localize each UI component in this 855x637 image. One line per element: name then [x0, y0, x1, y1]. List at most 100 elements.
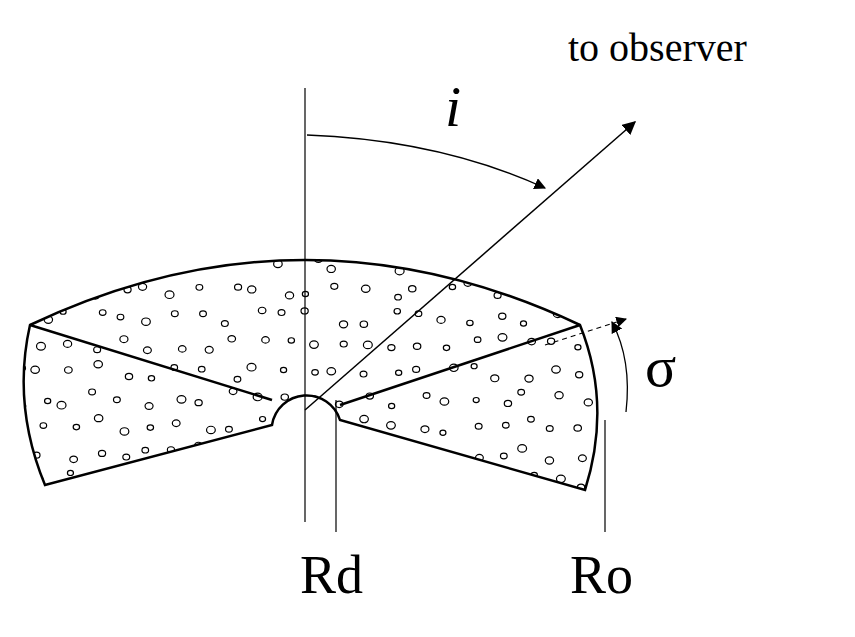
dust-grain: [285, 292, 293, 299]
dust-grain: [4, 281, 11, 287]
dust-grain: [408, 235, 416, 242]
dust-grain: [198, 366, 205, 372]
dust-grain: [45, 228, 53, 235]
dust-grain: [528, 416, 535, 422]
dust-grain: [544, 228, 551, 234]
dust-grain: [389, 403, 395, 408]
dust-grain: [147, 425, 153, 430]
disk-outline: [24, 260, 598, 490]
dust-grain: [574, 291, 581, 297]
rotation-axis: [304, 88, 305, 522]
dust-grain: [413, 343, 420, 349]
dust-grain: [94, 361, 103, 368]
dust-grain: [443, 345, 449, 350]
dust-grain: [449, 284, 455, 289]
dust-grain: [354, 236, 363, 244]
dust-grain: [113, 397, 120, 403]
dust-grain: [154, 238, 160, 243]
dust-grain: [582, 199, 591, 207]
dust-grain: [226, 426, 233, 432]
dust-grain: [248, 474, 255, 480]
dust-grain: [423, 262, 430, 268]
dust-grain: [339, 321, 347, 328]
dust-grain: [262, 337, 270, 343]
dust-grain: [499, 313, 506, 319]
dust-grain: [468, 238, 476, 245]
dust-grain: [99, 472, 107, 479]
dust-grain: [578, 455, 586, 462]
dust-grain: [63, 340, 71, 347]
dust-grain: [248, 286, 256, 293]
dust-grain: [394, 309, 400, 314]
dust-grain: [145, 403, 153, 410]
dust-grain: [471, 364, 477, 369]
right-flare-surface: [340, 325, 580, 405]
dust-grain: [421, 446, 428, 452]
dust-grain: [149, 202, 158, 209]
dust-grain: [202, 203, 211, 210]
dust-grain: [176, 265, 183, 271]
dust-grain: [328, 442, 336, 449]
dust-grain: [125, 373, 132, 379]
dust-grain: [15, 257, 23, 263]
dust-grain: [363, 484, 371, 491]
inner-radius-marker: [335, 400, 336, 532]
dust-grain: [283, 234, 292, 242]
dust-grain: [576, 372, 583, 378]
dust-grain: [179, 199, 187, 206]
dust-grain: [165, 291, 174, 299]
dust-grain: [16, 200, 23, 206]
dust-grain: [612, 430, 620, 437]
dust-grain: [196, 285, 203, 291]
dust-grain: [421, 426, 429, 433]
dust-grain: [327, 368, 336, 375]
dust-grain: [445, 267, 452, 273]
outer-radius-label: Ro: [570, 548, 633, 602]
dust-grain: [421, 471, 429, 477]
dust-grain: [440, 478, 446, 483]
dust-grain: [69, 215, 75, 220]
dust-grain: [193, 470, 202, 477]
dust-grain: [282, 458, 288, 463]
dust-grain: [525, 375, 533, 382]
dust-grain: [4, 336, 13, 343]
dust-grain: [396, 370, 402, 375]
dust-grain: [611, 308, 619, 314]
dust-grain: [32, 268, 40, 275]
dust-grain: [602, 263, 611, 271]
dust-grain: [574, 261, 581, 267]
dust-grain: [409, 286, 416, 292]
dust-grain: [288, 338, 294, 343]
dust-grain: [388, 345, 395, 351]
dust-grain: [228, 336, 236, 342]
dust-grain: [366, 448, 374, 455]
dust-grain: [284, 469, 293, 477]
dust-grain: [8, 230, 16, 236]
dust-grain: [384, 231, 393, 238]
dust-grain: [179, 477, 185, 482]
dust-grain: [545, 457, 553, 464]
dust-grain: [519, 265, 528, 272]
dust-grain: [466, 473, 475, 481]
dust-grain: [198, 254, 206, 261]
dust-grain: [88, 234, 95, 240]
dust-grain: [172, 420, 180, 427]
dust-grain: [195, 400, 202, 406]
dust-grain: [331, 283, 338, 289]
dust-grain: [231, 253, 238, 259]
dust-grain: [148, 376, 154, 381]
dust-grain: [467, 320, 473, 325]
dust-grain: [361, 285, 370, 292]
line-of-sight: [305, 122, 635, 410]
dust-grain: [12, 446, 19, 452]
dust-grain: [67, 470, 73, 475]
dust-grain: [555, 392, 563, 399]
dust-grain: [142, 447, 149, 453]
dust-grain: [45, 398, 51, 403]
inclination-arc: [307, 135, 545, 188]
dust-grain: [437, 316, 445, 323]
dust-grain: [120, 428, 129, 435]
dust-grain: [37, 342, 46, 350]
dust-grain: [43, 200, 50, 206]
